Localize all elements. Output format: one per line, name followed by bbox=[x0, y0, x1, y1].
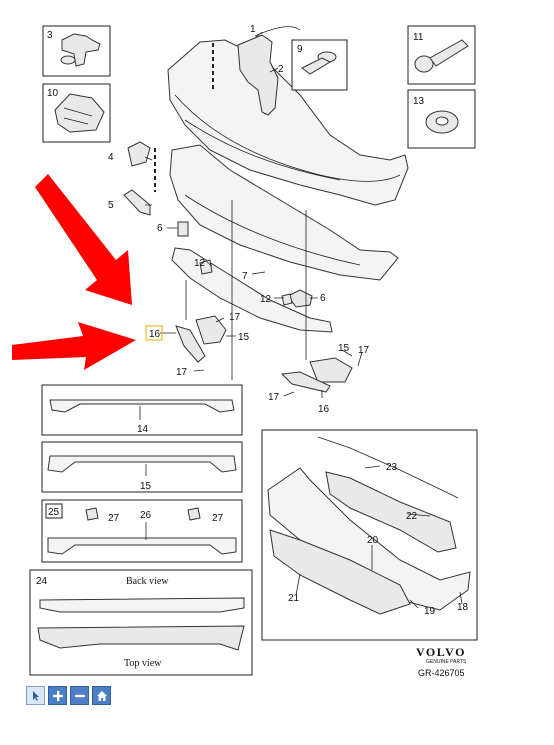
zoom-in-button[interactable] bbox=[48, 686, 67, 705]
callout-7: 7 bbox=[242, 271, 248, 282]
callout-23: 23 bbox=[386, 462, 398, 473]
part-4 bbox=[127, 141, 151, 167]
callout-16-b: 16 bbox=[318, 404, 330, 415]
callout-10: 11 bbox=[413, 32, 424, 43]
callout-2: 2 bbox=[278, 64, 284, 75]
home-button[interactable] bbox=[92, 686, 111, 705]
red-arrows bbox=[12, 174, 136, 370]
callout-17-b: 17 bbox=[176, 367, 188, 378]
box-14: 15 bbox=[41, 441, 243, 493]
callout-9: 10 bbox=[47, 88, 59, 99]
red-arrow-lower bbox=[12, 322, 136, 370]
callout-13: 14 bbox=[137, 424, 149, 435]
box-24: 24 Back view Top view bbox=[29, 569, 253, 676]
callout-12: 12 bbox=[194, 258, 206, 269]
callout-26: 26 bbox=[140, 510, 152, 521]
zoom-out-icon bbox=[74, 694, 85, 697]
callout-22: 22 bbox=[406, 511, 418, 522]
brand-name: VOLVO bbox=[416, 645, 466, 659]
callout-3: 3 bbox=[47, 30, 53, 41]
inset-9: 10 bbox=[42, 83, 111, 143]
callout-6-b: 6 bbox=[320, 293, 326, 304]
callout-20: 20 bbox=[367, 535, 379, 546]
pointer-icon bbox=[32, 690, 39, 701]
callout-17-d: 17 bbox=[268, 392, 280, 403]
callout-16: 16 bbox=[149, 329, 161, 340]
callout-17: 17 bbox=[229, 312, 241, 323]
part-16a bbox=[175, 325, 206, 363]
callout-18: 18 bbox=[457, 602, 469, 613]
callout-15-b: 15 bbox=[338, 343, 350, 354]
diagram-reference: GR-426705 bbox=[418, 668, 465, 678]
inset-8: 9 bbox=[291, 39, 348, 91]
red-arrow-upper bbox=[35, 174, 132, 305]
highlight-box bbox=[145, 325, 163, 341]
callout-17-c: 17 bbox=[358, 345, 370, 356]
leader-lines bbox=[185, 200, 307, 380]
callout-leaders bbox=[144, 31, 363, 398]
callout-12-b: 12 bbox=[260, 294, 272, 305]
home-icon bbox=[96, 690, 107, 701]
inset-3: 3 bbox=[42, 25, 111, 77]
callout-numbers: 1 2 4 5 6 6 7 12 12 15 15 17 17 17 17 16 bbox=[108, 24, 370, 415]
callout-25: 25 bbox=[48, 507, 60, 518]
callout-4: 4 bbox=[108, 152, 114, 163]
callout-8: 9 bbox=[297, 44, 303, 55]
back-view-label: Back view bbox=[126, 576, 169, 587]
part-15a bbox=[195, 315, 227, 345]
callout-21: 21 bbox=[288, 593, 300, 604]
box-13: 14 bbox=[41, 384, 243, 436]
inset-10: 11 bbox=[407, 25, 476, 85]
exploded-view-box: 23 22 20 21 19 18 bbox=[261, 429, 478, 641]
pointer-button[interactable] bbox=[26, 686, 45, 705]
callout-27-b: 27 bbox=[212, 513, 224, 524]
callout-5: 5 bbox=[108, 200, 114, 211]
part-6b bbox=[287, 289, 313, 308]
callout-6: 6 bbox=[157, 223, 163, 234]
callout-1: 1 bbox=[250, 24, 256, 35]
zoom-in-icon bbox=[52, 690, 63, 701]
zoom-out-button[interactable] bbox=[70, 686, 89, 705]
callout-11: 13 bbox=[413, 96, 425, 107]
part-15b bbox=[309, 357, 353, 383]
box-25: 25 27 26 27 bbox=[41, 499, 243, 563]
callout-19: 19 bbox=[424, 606, 436, 617]
part-5 bbox=[123, 189, 151, 216]
top-view-label: Top view bbox=[124, 658, 162, 669]
part-12b bbox=[281, 293, 293, 306]
brand-block: VOLVO GENUINE PARTS GR-426705 bbox=[416, 645, 467, 678]
callout-24: 24 bbox=[36, 576, 48, 587]
part-6a bbox=[177, 221, 189, 237]
callout-27: 27 bbox=[108, 513, 120, 524]
diagram-toolbar bbox=[26, 686, 111, 705]
lower-spoiler bbox=[169, 144, 399, 281]
callout-14: 15 bbox=[140, 481, 152, 492]
part-16b bbox=[280, 371, 331, 393]
inset-11: 13 bbox=[407, 89, 476, 149]
highlight-callout-16[interactable]: 16 bbox=[145, 325, 163, 341]
bracket-part-1 bbox=[237, 26, 301, 116]
callout-15: 15 bbox=[238, 332, 250, 343]
brand-subtitle: GENUINE PARTS bbox=[426, 659, 467, 665]
